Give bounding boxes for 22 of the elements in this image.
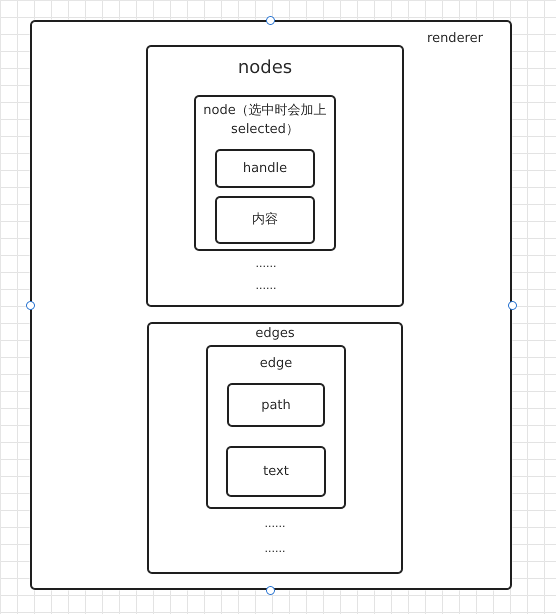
box-label: edge bbox=[258, 355, 294, 373]
ellipsis-text: ...... bbox=[264, 516, 286, 532]
box-label: edges bbox=[254, 325, 296, 343]
box-label: renderer bbox=[426, 30, 484, 48]
box-label: node（选中时会加上selected） bbox=[203, 102, 327, 139]
ellipsis-text: ...... bbox=[264, 541, 286, 557]
box-label: 内容 bbox=[251, 211, 279, 229]
element-box bbox=[227, 383, 325, 427]
component-box bbox=[194, 95, 336, 251]
component-box bbox=[206, 345, 346, 509]
container-box bbox=[30, 20, 512, 590]
element-box bbox=[215, 149, 315, 188]
box-label: nodes bbox=[236, 58, 294, 77]
ellipsis-text: ...... bbox=[254, 256, 278, 272]
ellipsis-text: ...... bbox=[254, 278, 278, 294]
box-label: text bbox=[262, 463, 290, 481]
container-box bbox=[146, 45, 404, 307]
element-box bbox=[226, 446, 326, 497]
box-label: handle bbox=[242, 160, 288, 178]
box-label: path bbox=[260, 397, 292, 415]
element-box bbox=[215, 196, 315, 244]
container-box bbox=[147, 322, 403, 574]
